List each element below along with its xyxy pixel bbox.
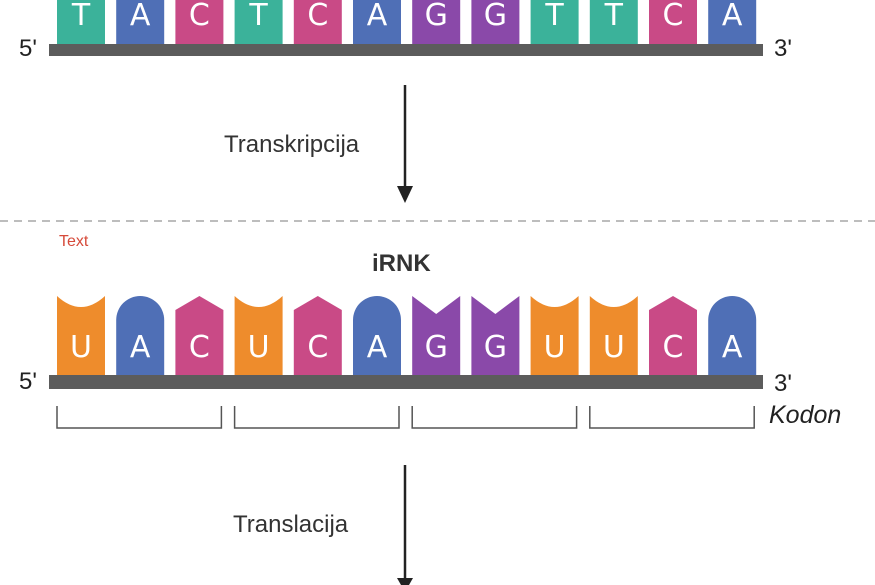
rna-base-letter: A xyxy=(130,330,151,365)
rna-base-U: U xyxy=(57,296,105,377)
dna-base-T: T xyxy=(530,0,579,46)
rna-base-A: A xyxy=(353,296,401,377)
dna-base-letter: T xyxy=(544,0,564,33)
rna-five-prime-label: 5' xyxy=(19,368,37,395)
rna-base-U: U xyxy=(589,296,638,377)
dna-base-A: A xyxy=(708,0,757,46)
rna-base-G: G xyxy=(412,296,461,377)
rna-base-letter: U xyxy=(603,330,625,365)
transcription-label: Transkripcija xyxy=(224,131,360,158)
dna-base-letter: C xyxy=(307,0,328,33)
rna-base-C: C xyxy=(175,296,224,377)
codon-bracket xyxy=(233,406,400,429)
placeholder-text-note: Text xyxy=(59,233,89,250)
rna-base-A: A xyxy=(116,296,165,377)
codon-bracket xyxy=(411,406,578,429)
rna-backbone xyxy=(49,375,763,389)
dna-base-letter: A xyxy=(722,0,743,33)
dna-base-letter: C xyxy=(189,0,210,33)
dna-backbone xyxy=(49,44,763,56)
dna-base-letter: T xyxy=(71,0,91,33)
dna-base-letter: T xyxy=(248,0,268,33)
rna-base-A: A xyxy=(708,296,757,377)
dna-base-G: G xyxy=(471,0,520,46)
rna-base-letter: C xyxy=(663,330,684,365)
dna-base-letter: G xyxy=(484,0,507,33)
rna-base-letter: G xyxy=(484,330,507,365)
rna-base-letter: C xyxy=(307,330,328,365)
dna-base-T: T xyxy=(234,0,283,46)
dna-base-letter: G xyxy=(425,0,448,33)
rna-base-U: U xyxy=(530,296,579,377)
dna-base-letter: C xyxy=(663,0,684,33)
dna-base-C: C xyxy=(293,0,342,46)
rna-base-C: C xyxy=(293,296,342,377)
dna-three-prime-label: 3' xyxy=(774,35,792,62)
rna-base-letter: U xyxy=(70,330,92,365)
rna-base-letter: A xyxy=(722,330,743,365)
rna-base-letter: G xyxy=(425,330,448,365)
dna-base-letter: T xyxy=(604,0,624,33)
dna-base-A: A xyxy=(116,0,165,46)
rna-three-prime-label: 3' xyxy=(774,370,792,397)
dna-base-T: T xyxy=(57,0,105,46)
dna-base-C: C xyxy=(175,0,224,46)
rna-base-letter: U xyxy=(544,330,566,365)
transcription-arrow xyxy=(397,85,413,203)
translation-arrow xyxy=(397,465,413,585)
dna-base-C: C xyxy=(649,0,697,46)
dna-five-prime-label: 5' xyxy=(19,35,37,62)
rna-title: iRNK xyxy=(372,250,431,277)
codon-label: Kodon xyxy=(769,401,842,429)
dna-base-letter: A xyxy=(367,0,388,33)
dna-base-letter: A xyxy=(130,0,151,33)
rna-base-letter: U xyxy=(248,330,270,365)
codon-brackets xyxy=(56,406,755,429)
dna-base-T: T xyxy=(589,0,638,46)
rna-base-letter: C xyxy=(189,330,210,365)
codon-bracket xyxy=(589,406,755,429)
dna-base-A: A xyxy=(353,0,401,46)
rna-base-U: U xyxy=(234,296,283,377)
rna-base-G: G xyxy=(471,296,520,377)
dna-base-G: G xyxy=(412,0,461,46)
codon-bracket xyxy=(56,406,223,429)
translation-label: Translacija xyxy=(233,511,349,538)
rna-base-letter: A xyxy=(367,330,388,365)
rna-base-C: C xyxy=(649,296,697,377)
